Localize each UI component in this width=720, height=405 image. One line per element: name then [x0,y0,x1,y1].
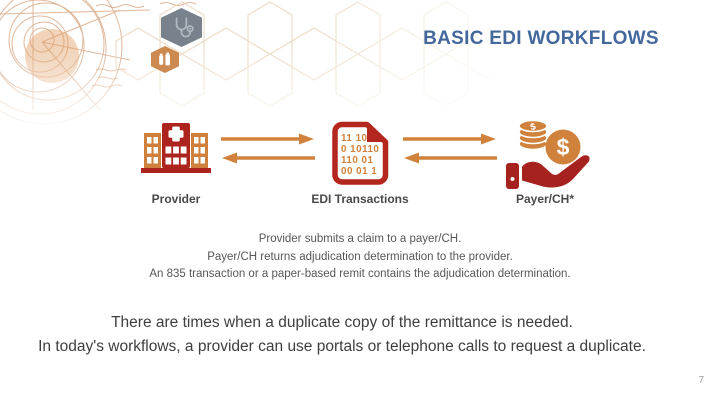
stethoscope-icon [175,16,194,38]
hand-shape [506,155,590,189]
description-line-3: An 835 transaction or a paper-based remi… [149,268,571,280]
pill-bottles-icon [159,52,170,65]
decor-fade-overlay [0,0,560,160]
coin-dollar-sign: $ [557,134,570,160]
stack-dollar-sign: $ [529,121,538,133]
hand-coins-icon: $ $ [506,119,590,189]
description-line-2: Payer/CH returns adjudication determinat… [207,250,513,263]
node-label-payer: Payer/CH* [515,192,575,206]
description-block: Provider submits a claim to a payer/CH. … [0,231,720,284]
callout-block: There are times when a duplicate copy of… [0,311,684,358]
arrow-right-icon [221,133,314,145]
node-label-edi: EDI Transactions [311,192,409,206]
binary-line: 00 01 1 [341,166,377,177]
arrow-left-icon [222,152,315,164]
slide-title: BASIC EDI WORKFLOWS [423,28,659,49]
callout-line-1: There are times when a duplicate copy of… [111,314,573,331]
medicine-hexagon-badge [151,46,179,73]
callout-line-2: In today's workflows, a provider can use… [38,337,646,355]
binary-document-icon: 11 10 0 10110 110 01 00 01 1 [332,121,389,185]
arrow-left-icon [404,152,497,164]
big-coin: $ [545,129,581,165]
node-label-provider: Provider [151,192,201,206]
arrow-right-icon [403,133,496,145]
cuff-dot [510,177,515,181]
binary-line: 11 10 [341,133,368,144]
folded-corner [367,124,386,142]
bidirectional-arrows-right [403,133,497,164]
binary-line: 110 01 [341,155,373,166]
description-line-1: Provider submits a claim to a payer/CH. [258,233,462,245]
bidirectional-arrows-left [221,133,315,164]
coin-stack: $ [518,119,548,151]
binary-line: 0 10110 [341,144,379,155]
page-number: 7 [698,375,704,386]
hospital-cross [168,126,184,142]
hospital-icon [141,123,211,173]
